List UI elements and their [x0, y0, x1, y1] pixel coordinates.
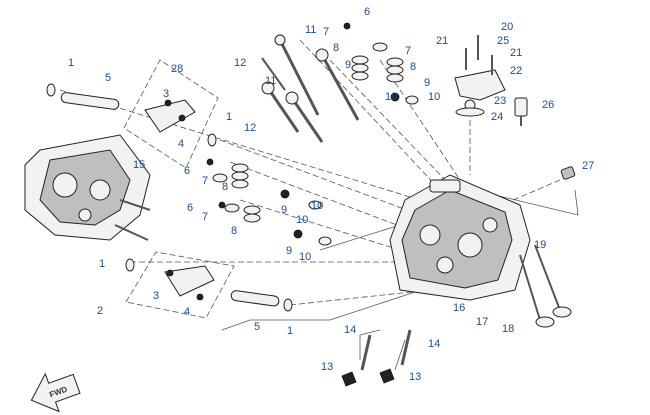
- callout-21: 21: [510, 47, 522, 59]
- callout-7: 7: [323, 26, 329, 38]
- callout-16: 16: [453, 302, 465, 314]
- callout-13: 13: [409, 371, 421, 383]
- callout-1: 1: [99, 258, 105, 270]
- sensor-27: [560, 166, 576, 180]
- rocker-group-box-lower: [125, 251, 235, 319]
- callout-8: 8: [222, 181, 228, 193]
- callout-10: 10: [385, 91, 397, 103]
- callout-8: 8: [410, 61, 416, 73]
- callout-10: 10: [311, 200, 323, 212]
- cylinder-head-16: [389, 174, 531, 301]
- callout-6: 6: [364, 6, 370, 18]
- callout-15: 15: [133, 159, 145, 171]
- callout-1: 1: [68, 57, 74, 69]
- rocker-arm-lower: [164, 265, 215, 301]
- callout-11: 11: [305, 24, 316, 36]
- o-rings: [46, 83, 293, 312]
- callout-22: 22: [510, 65, 522, 77]
- callout-8: 8: [231, 225, 237, 237]
- callout-17: 17: [476, 316, 488, 328]
- head-bolts: [261, 34, 360, 143]
- callout-14: 14: [344, 324, 356, 336]
- rocker-group-box-upper: [123, 59, 219, 169]
- rocker-shaft-upper: [60, 92, 120, 110]
- callout-23: 23: [494, 95, 506, 107]
- callout-12: 12: [244, 122, 256, 134]
- callout-11: 11: [265, 75, 276, 87]
- callout-3: 3: [163, 88, 169, 100]
- callout-1: 1: [287, 325, 293, 337]
- callout-7: 7: [202, 211, 208, 223]
- callout-labels: 1 5 28 3 4 1 15 12 11 11 12 6 7 8 9 7 8 …: [68, 6, 594, 383]
- engine-assembly-15: [24, 134, 151, 241]
- callout-7: 7: [405, 45, 411, 57]
- callout-13: 13: [321, 361, 333, 373]
- callout-20: 20: [501, 21, 513, 33]
- rocker-shaft-lower: [230, 290, 280, 307]
- solid-leaders: [221, 189, 579, 371]
- callout-9: 9: [345, 59, 351, 71]
- callout-18: 18: [502, 323, 514, 335]
- callout-4: 4: [178, 138, 184, 150]
- callout-21: 21: [436, 35, 448, 47]
- temperature-sensor-26: [514, 97, 528, 126]
- callout-10: 10: [428, 91, 440, 103]
- studs-and-nuts: [341, 329, 412, 387]
- callout-2: 2: [97, 305, 103, 317]
- callout-12: 12: [234, 57, 246, 69]
- callout-6: 6: [187, 202, 193, 214]
- callout-9: 9: [424, 77, 430, 89]
- callout-4: 4: [184, 306, 190, 318]
- callout-3: 3: [153, 290, 159, 302]
- callout-27: 27: [582, 160, 594, 172]
- callout-7: 7: [202, 175, 208, 187]
- dashed-leaders: [59, 39, 561, 306]
- valves: [519, 244, 572, 328]
- callout-5: 5: [105, 72, 111, 84]
- valve-springs-middle: [206, 158, 332, 246]
- callout-10: 10: [299, 251, 311, 263]
- callout-9: 9: [286, 245, 292, 257]
- rocker-arm-upper: [144, 99, 196, 133]
- thermostat-housing-22: [454, 35, 506, 117]
- fwd-arrow-icon: [30, 372, 81, 413]
- callout-8: 8: [333, 42, 339, 54]
- callout-28: 28: [171, 63, 183, 75]
- callout-14: 14: [428, 338, 440, 350]
- callout-9: 9: [281, 204, 287, 216]
- callout-6: 6: [184, 165, 190, 177]
- callout-10: 10: [296, 214, 308, 226]
- callout-24: 24: [491, 111, 503, 123]
- callout-26: 26: [542, 99, 554, 111]
- callout-25: 25: [497, 35, 509, 47]
- valve-springs-upper: [343, 22, 419, 105]
- callout-1: 1: [226, 111, 232, 123]
- callout-5: 5: [254, 321, 260, 333]
- callout-19: 19: [534, 239, 546, 251]
